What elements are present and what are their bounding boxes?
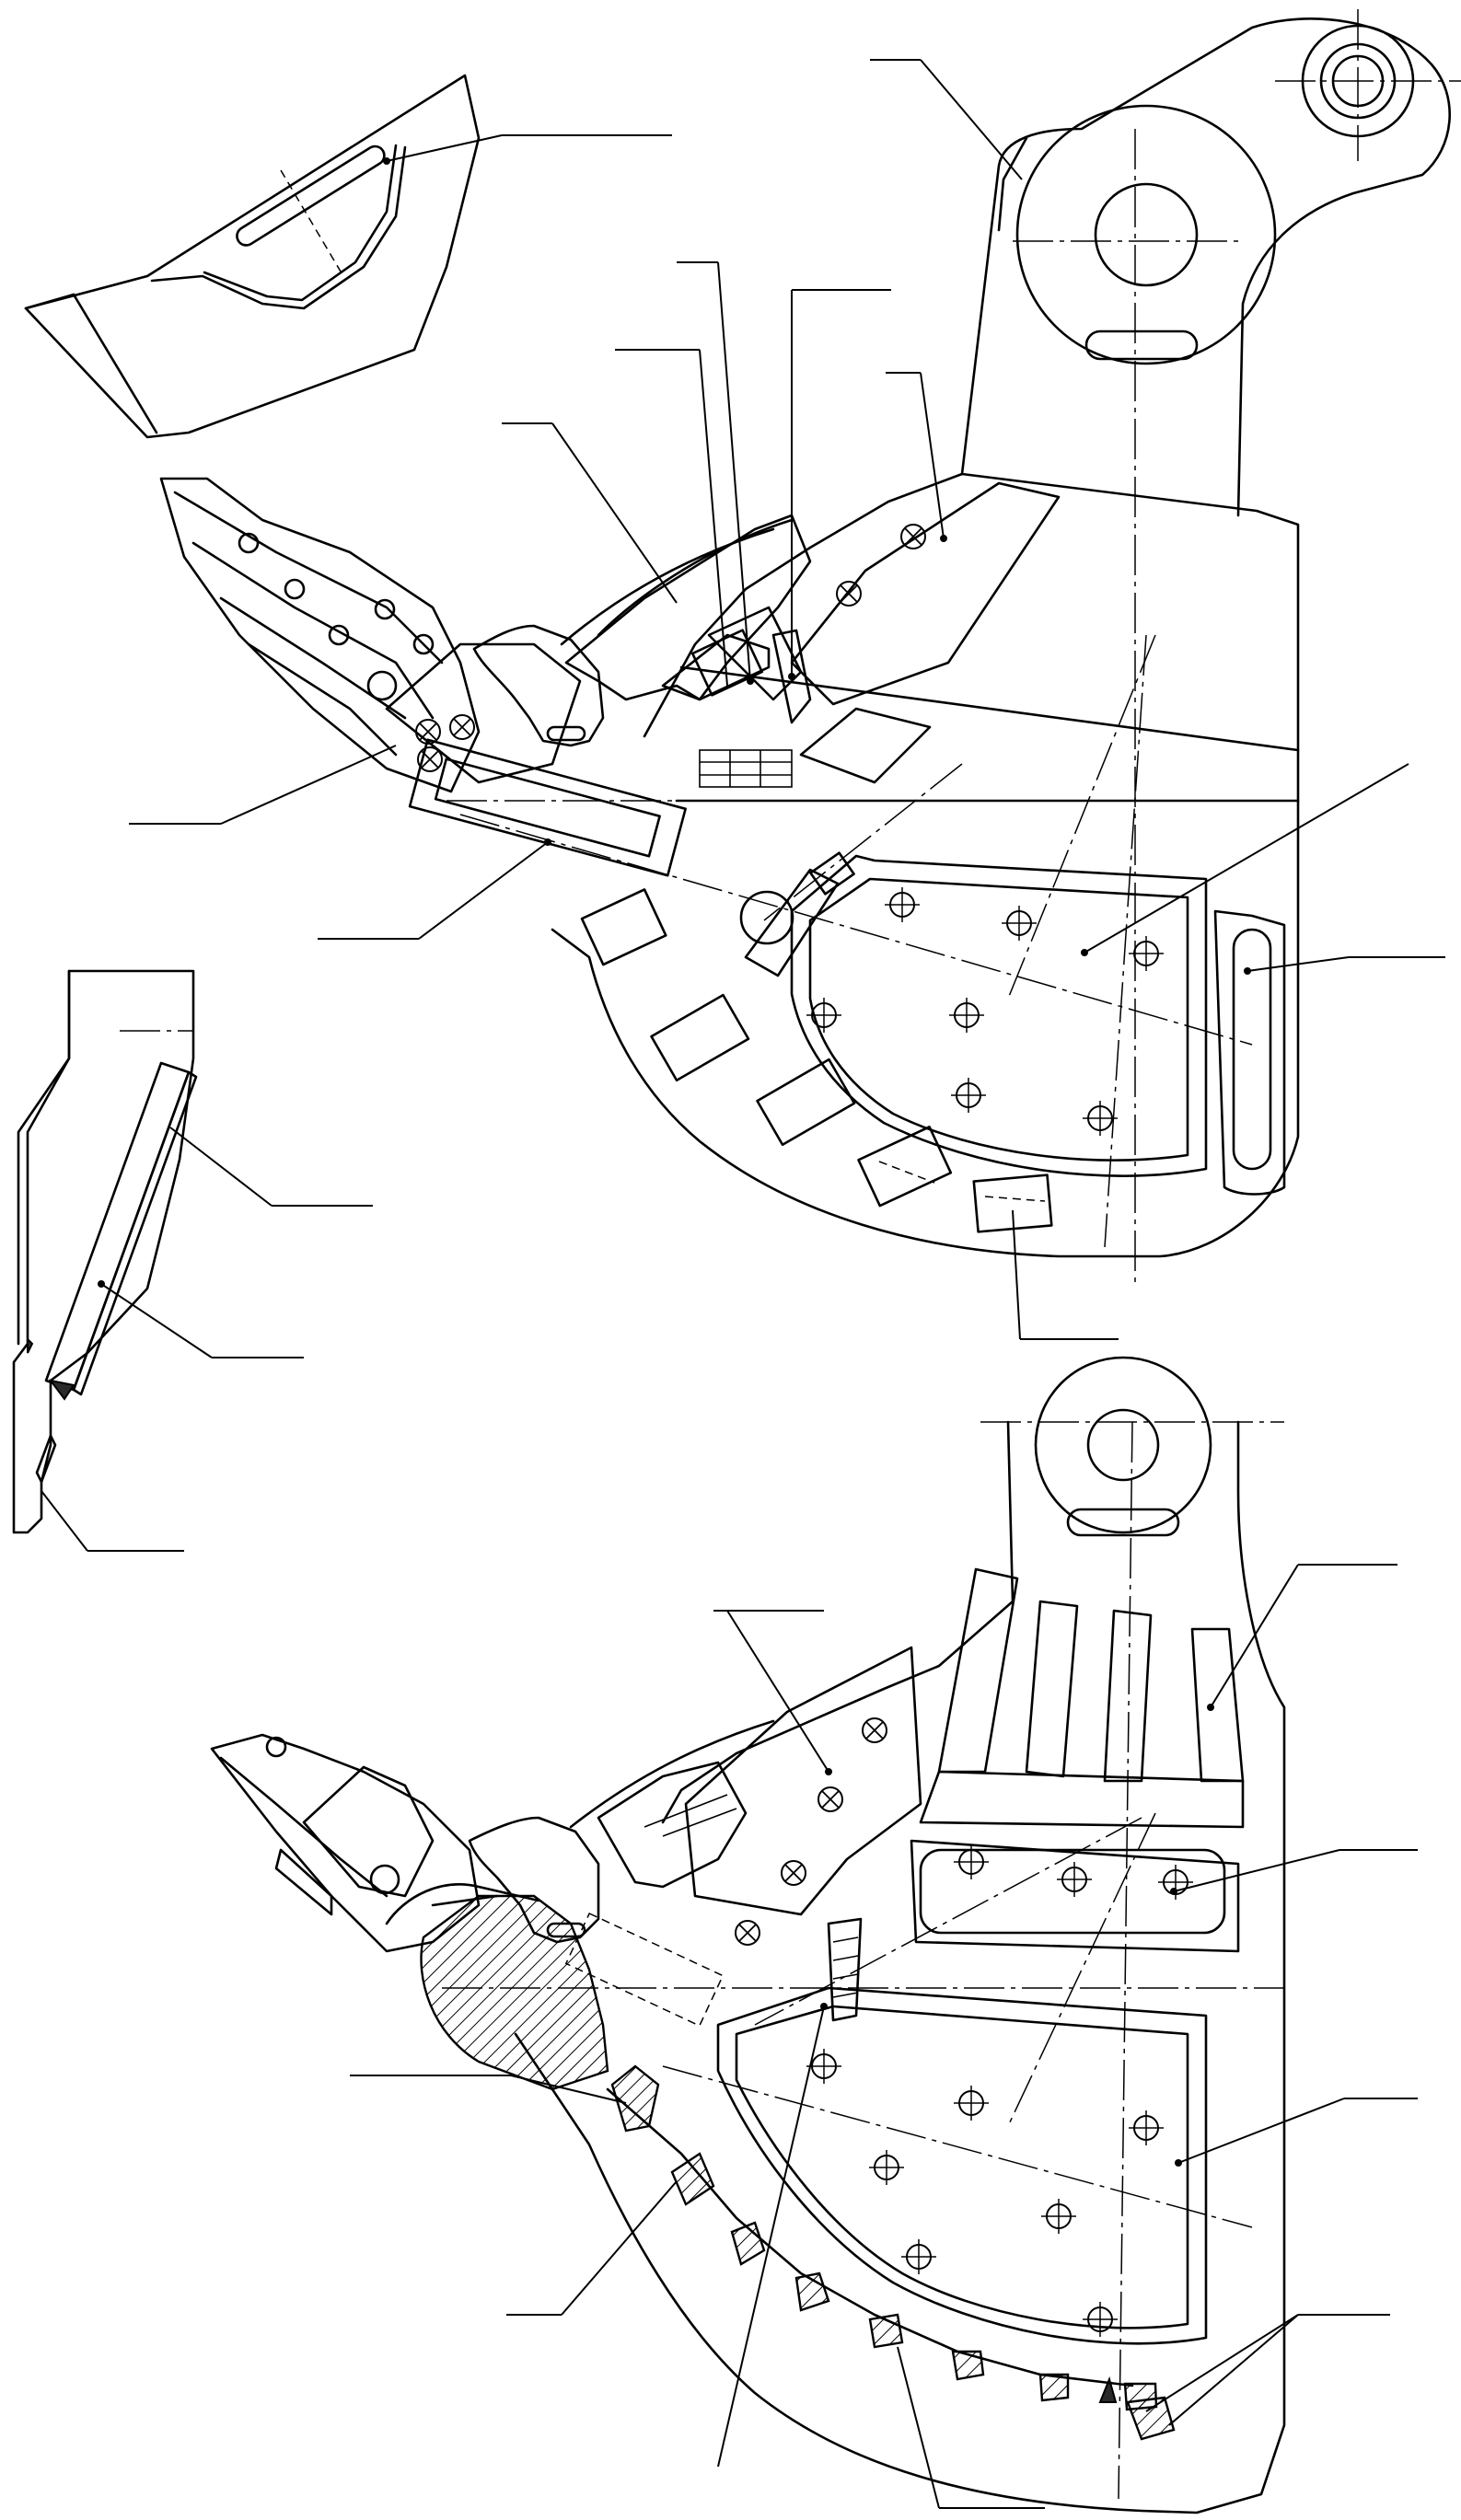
detail-slot-plate (24, 74, 672, 439)
detail-wear-strip (12, 969, 373, 1552)
ripper-top-view (129, 9, 1461, 1340)
ripper-bottom-view (210, 1356, 1418, 2514)
